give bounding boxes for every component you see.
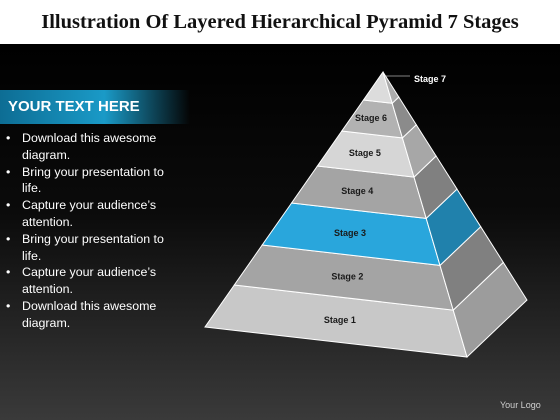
bullet-item: Download this awesome diagram. [0, 130, 185, 164]
title-bar: Illustration Of Layered Hierarchical Pyr… [0, 0, 560, 44]
pyramid-level-label: Stage 5 [349, 148, 381, 158]
text-panel-header: YOUR TEXT HERE [0, 90, 190, 124]
pyramid-level-label: Stage 7 [414, 74, 446, 84]
pyramid-level-label: Stage 6 [355, 113, 387, 123]
text-panel-header-label: YOUR TEXT HERE [8, 98, 140, 115]
bullet-item: Bring your presentation to life. [0, 164, 185, 198]
pyramid-level-label: Stage 1 [324, 315, 356, 325]
pyramid-level-6: Stage 6 [340, 96, 417, 139]
pyramid-level-side-face [382, 71, 400, 105]
pyramid-level-label: Stage 4 [341, 186, 373, 196]
bullet-list: Download this awesome diagram. Bring you… [0, 130, 185, 332]
bullet-item: Capture your audience’s attention. [0, 197, 185, 231]
pyramid-level-7: Stage 7 [362, 70, 446, 105]
pyramid-level-5: Stage 5 [316, 124, 437, 179]
bullet-item: Bring your presentation to life. [0, 231, 185, 265]
slide-title: Illustration Of Layered Hierarchical Pyr… [41, 11, 519, 33]
bullet-item: Capture your audience’s attention. [0, 264, 185, 298]
pyramid-level-4: Stage 4 [290, 155, 458, 220]
pyramid-level-2: Stage 2 [233, 225, 504, 312]
pyramid-level-label: Stage 3 [334, 228, 366, 238]
logo-text: Your Logo [500, 400, 541, 410]
bullet-item: Download this awesome diagram. [0, 298, 185, 332]
pyramid-level-3: Stage 3 [261, 188, 482, 267]
pyramid-level-label: Stage 2 [331, 271, 363, 281]
